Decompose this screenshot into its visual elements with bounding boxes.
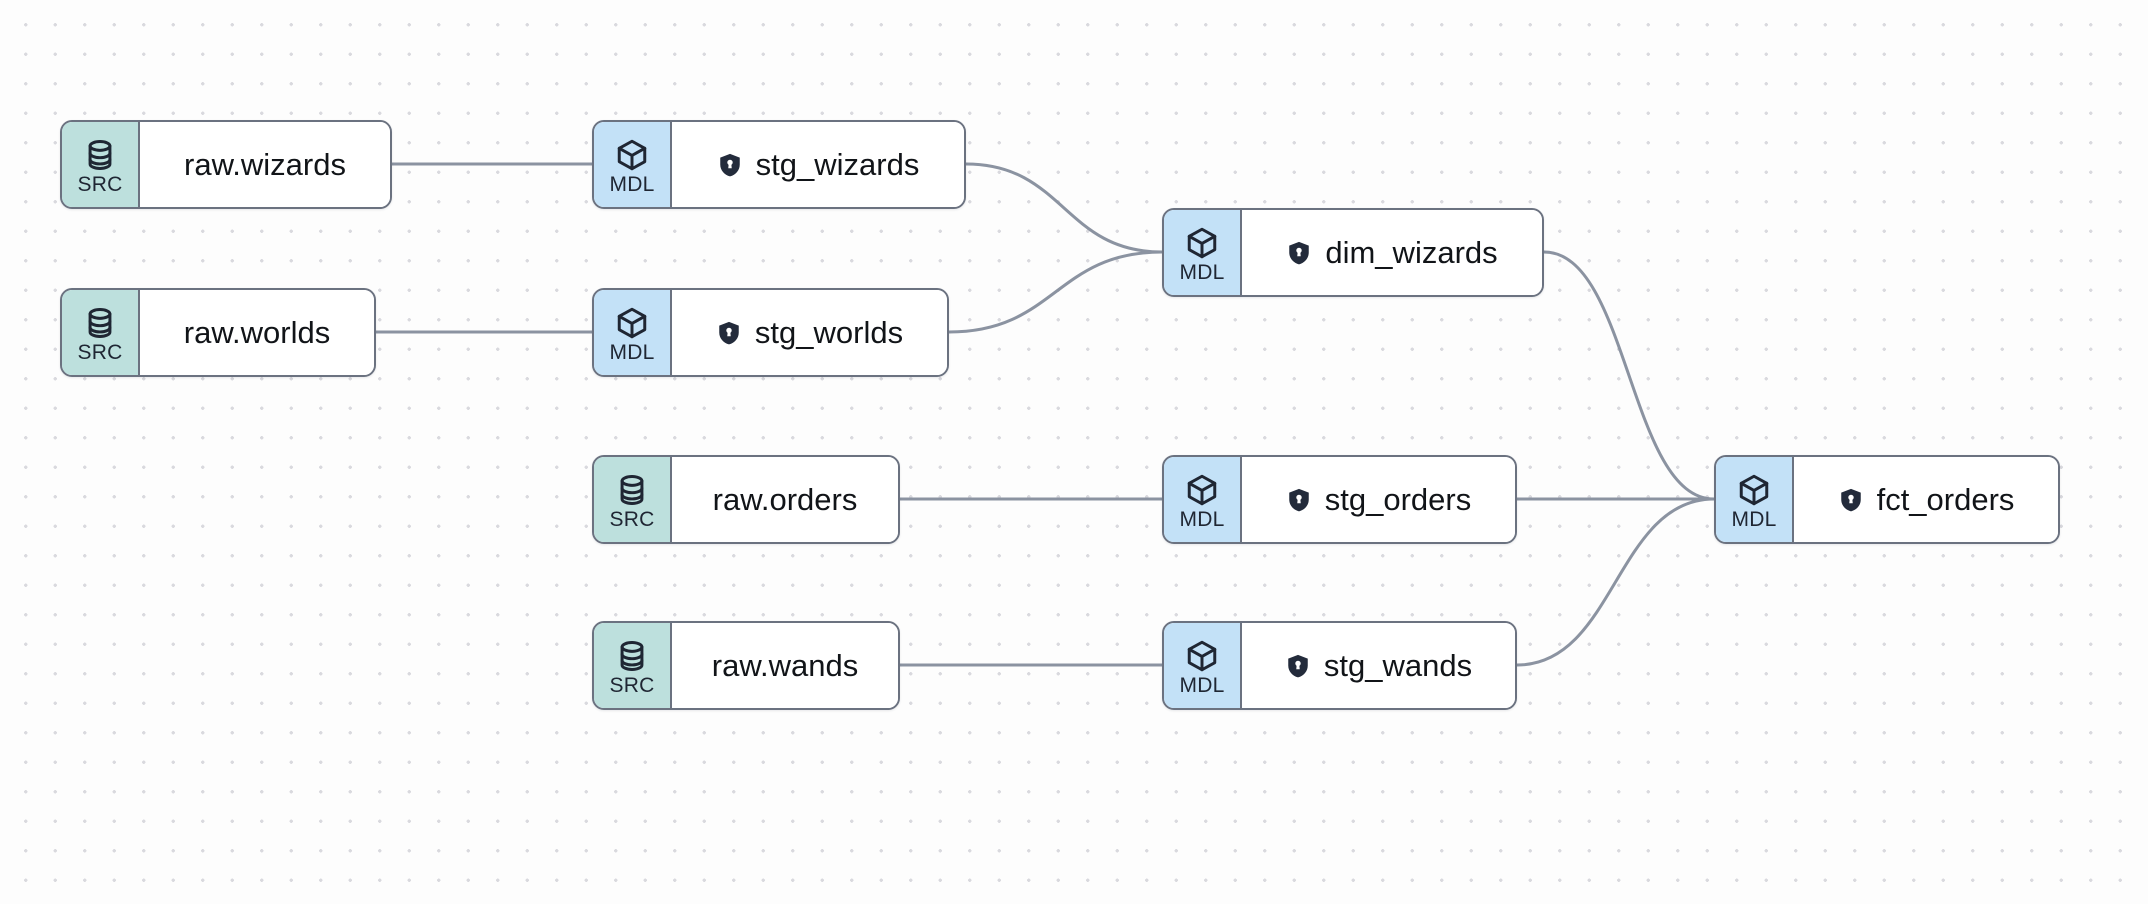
graph-edge-stg_worlds-to-dim_wizards [947,250,1164,334]
node-body: stg_orders [1242,457,1515,542]
node-body: raw.wizards [140,122,390,207]
database-icon [83,138,117,172]
graph-node-stg_wizards[interactable]: MDL stg_wizards [592,120,966,209]
cube-icon [1185,473,1219,507]
shield-lock-icon [1838,487,1864,513]
node-label: fct_orders [1876,481,2015,517]
cube-icon [1737,473,1771,507]
node-body: stg_wizards [672,122,964,207]
node-type-badge-mdl: MDL [1164,210,1242,295]
node-type-badge-label: MDL [609,173,655,196]
graph-edge-stg_wizards-to-dim_wizards [964,162,1164,254]
node-type-badge-label: MDL [1179,261,1225,284]
node-body: stg_worlds [672,290,947,375]
node-type-badge-mdl: MDL [1164,457,1242,542]
shield-lock-icon [717,152,743,178]
cube-icon [1185,226,1219,260]
graph-node-stg_wands[interactable]: MDL stg_wands [1162,621,1517,710]
node-body: raw.wands [672,623,898,708]
graph-node-raw_wizards[interactable]: SRC raw.wizards [60,120,392,209]
node-type-badge-label: MDL [1179,674,1225,697]
node-type-badge-label: SRC [77,341,123,364]
shield-lock-icon [1285,653,1311,679]
node-label: stg_orders [1324,481,1472,517]
cube-icon [615,306,649,340]
graph-node-fct_orders[interactable]: MDL fct_orders [1714,455,2060,544]
graph-node-dim_wizards[interactable]: MDL dim_wizards [1162,208,1544,297]
node-label: stg_wands [1323,647,1473,683]
node-type-badge-mdl: MDL [594,290,672,375]
node-label: stg_wizards [755,146,920,182]
cube-icon [615,138,649,172]
database-icon [83,306,117,340]
shield-lock-icon [1286,487,1312,513]
node-type-badge-label: SRC [609,674,655,697]
graph-node-stg_worlds[interactable]: MDL stg_worlds [592,288,949,377]
node-body: raw.orders [672,457,898,542]
node-type-badge-src: SRC [62,122,140,207]
node-body: stg_wands [1242,623,1515,708]
node-type-badge-label: MDL [1179,508,1225,531]
database-icon [615,639,649,673]
node-label: dim_wizards [1325,234,1498,270]
node-label: raw.wizards [184,146,346,182]
node-label: raw.orders [712,481,858,517]
node-type-badge-label: MDL [1731,508,1777,531]
node-label: raw.wands [711,647,859,683]
shield-lock-icon [716,320,742,346]
graph-edge-dim_wizards-to-fct_orders [1542,250,1716,501]
node-type-badge-label: SRC [77,173,123,196]
cube-icon [1185,639,1219,673]
node-type-badge-mdl: MDL [1164,623,1242,708]
node-label: stg_worlds [754,314,904,350]
node-type-badge-src: SRC [62,290,140,375]
node-type-badge-src: SRC [594,457,672,542]
shield-lock-icon [1286,240,1312,266]
database-icon [615,473,649,507]
graph-node-raw_wands[interactable]: SRC raw.wands [592,621,900,710]
graph-node-raw_orders[interactable]: SRC raw.orders [592,455,900,544]
graph-node-stg_orders[interactable]: MDL stg_orders [1162,455,1517,544]
node-label: raw.worlds [183,314,331,350]
node-type-badge-src: SRC [594,623,672,708]
node-body: fct_orders [1794,457,2058,542]
node-type-badge-mdl: MDL [594,122,672,207]
graph-edge-stg_wands-to-fct_orders [1515,497,1716,667]
node-type-badge-label: SRC [609,508,655,531]
node-body: dim_wizards [1242,210,1542,295]
graph-node-raw_worlds[interactable]: SRC raw.worlds [60,288,376,377]
node-type-badge-mdl: MDL [1716,457,1794,542]
node-body: raw.worlds [140,290,374,375]
node-type-badge-label: MDL [609,341,655,364]
